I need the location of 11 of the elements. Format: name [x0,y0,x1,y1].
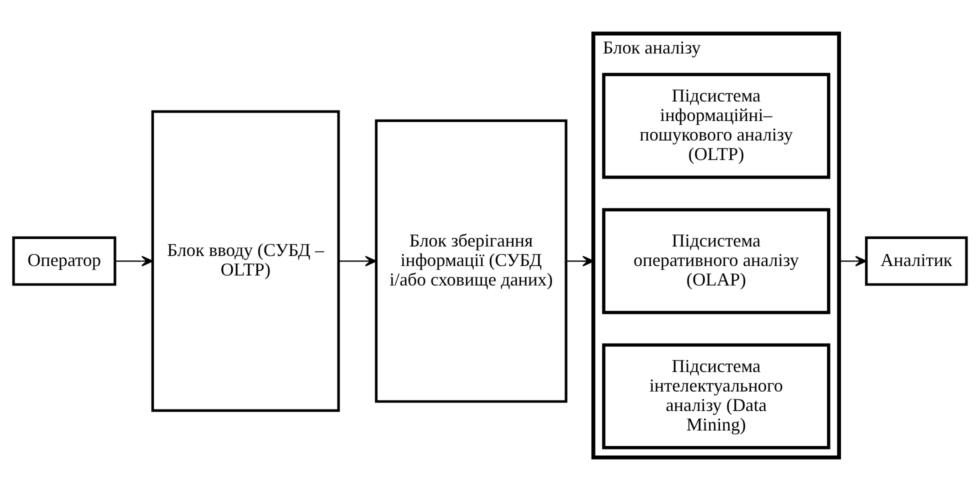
node-box: Підсистема інформаційні– пошукового аналізу (OLTP) [602,72,830,179]
node-box: Блок зберігання інформації (СУБД і/або сховище даних) [374,119,568,403]
arrow [566,256,594,266]
arrow [338,256,377,266]
node-box: Підсистема оперативного аналізу (OLAP) [602,208,830,314]
node-box: Блок вводу (СУБД – OLTP) [151,110,340,412]
arrow [115,256,153,266]
node-box: Оператор [12,236,116,286]
node-box: Підсистема інтелектуального аналізу (Data Mining) [602,343,830,450]
node-box: Аналітик [865,236,968,286]
arrow [839,256,867,266]
